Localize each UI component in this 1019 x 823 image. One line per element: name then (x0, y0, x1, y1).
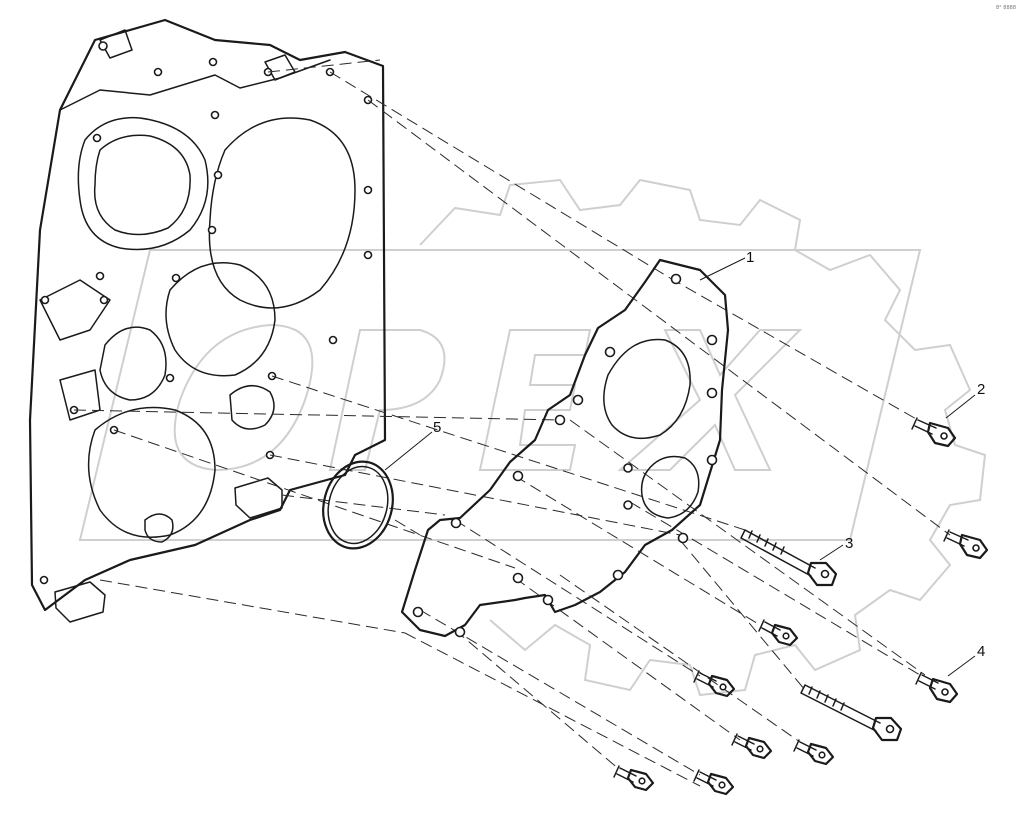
callout-label-3: 3 (845, 535, 853, 552)
callout-2: 2 (945, 381, 985, 419)
alignment-lines (73, 59, 951, 787)
callout-label-4: 4 (977, 643, 985, 660)
callout-1: 1 (699, 249, 754, 281)
flange-bolt-4 (915, 672, 959, 704)
long-bolt-3 (740, 529, 838, 587)
callout-4: 4 (947, 643, 985, 677)
flange-bolt-d (613, 765, 655, 792)
callout-label-5: 5 (433, 419, 441, 436)
opex-watermark (78, 178, 987, 697)
long-bolt-lower (800, 684, 903, 742)
flange-bolt-b (731, 733, 773, 760)
flange-bolt-e (693, 769, 735, 796)
flange-bolt-a (693, 670, 736, 698)
flange-bolt-c (793, 739, 835, 766)
engine-block-housing (28, 18, 387, 623)
callout-5: 5 (384, 419, 441, 471)
callout-label-2: 2 (977, 381, 985, 398)
callout-3: 3 (819, 535, 853, 561)
flange-bolt-2 (911, 417, 957, 448)
corner-code: 8° 8888 (996, 5, 1016, 11)
o-ring-seal (322, 460, 394, 550)
flange-bolt-upper-right (943, 529, 989, 560)
flange-bolt-mid (758, 619, 799, 647)
callout-label-1: 1 (746, 249, 754, 266)
cover-plate-gasket (400, 258, 730, 638)
